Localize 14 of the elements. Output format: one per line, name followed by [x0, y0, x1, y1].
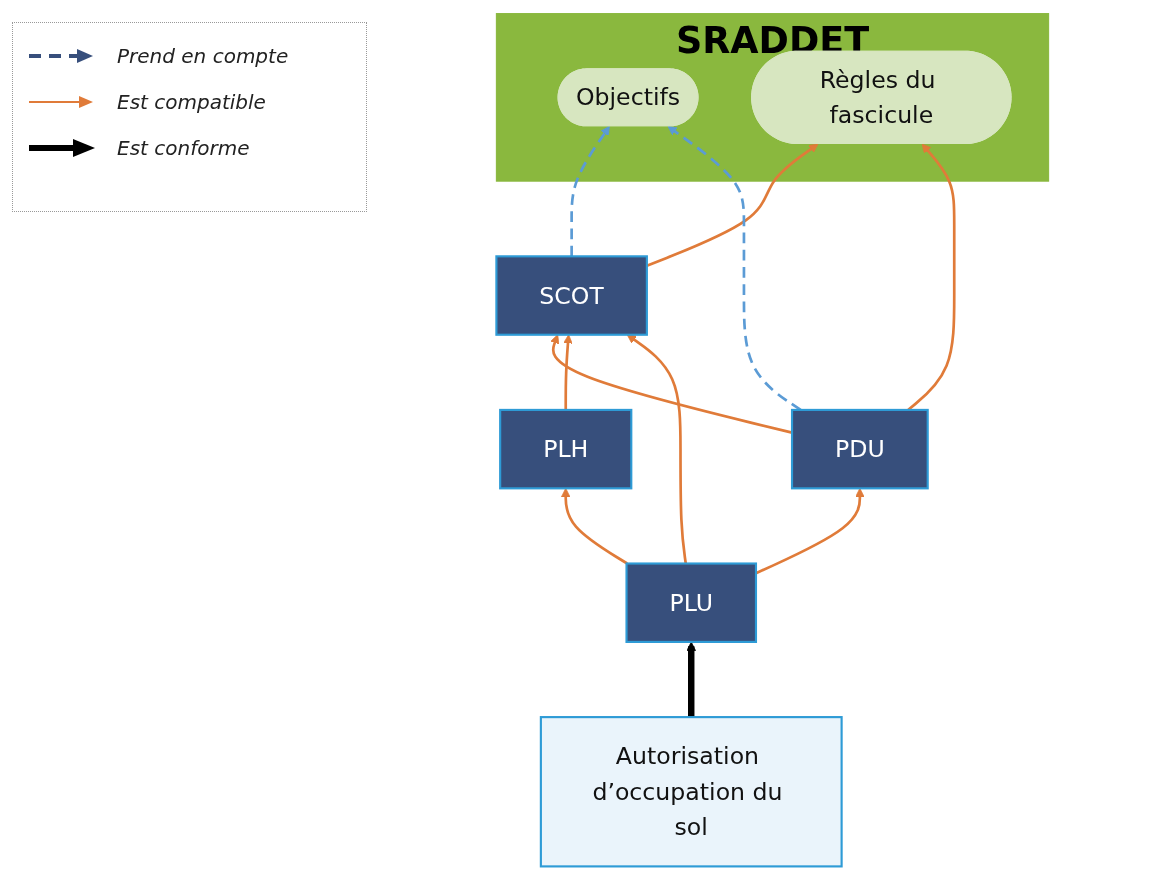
arrow: [563, 334, 573, 410]
node-box: PLH: [499, 408, 633, 490]
arrow: [550, 334, 793, 434]
arrow: [646, 143, 819, 267]
arrow: [626, 334, 688, 564]
arrow: [570, 125, 610, 257]
node-box: PLU: [625, 562, 758, 643]
node-box: PDU: [790, 408, 929, 490]
node-box: Autorisation d’occupation du sol: [539, 716, 843, 868]
node-box: SCOT: [495, 255, 648, 336]
legend-label: Est compatible: [117, 90, 266, 114]
legend-label: Prend en compte: [117, 44, 289, 68]
legend-label: Est conforme: [117, 136, 250, 160]
arrow: [686, 641, 696, 718]
